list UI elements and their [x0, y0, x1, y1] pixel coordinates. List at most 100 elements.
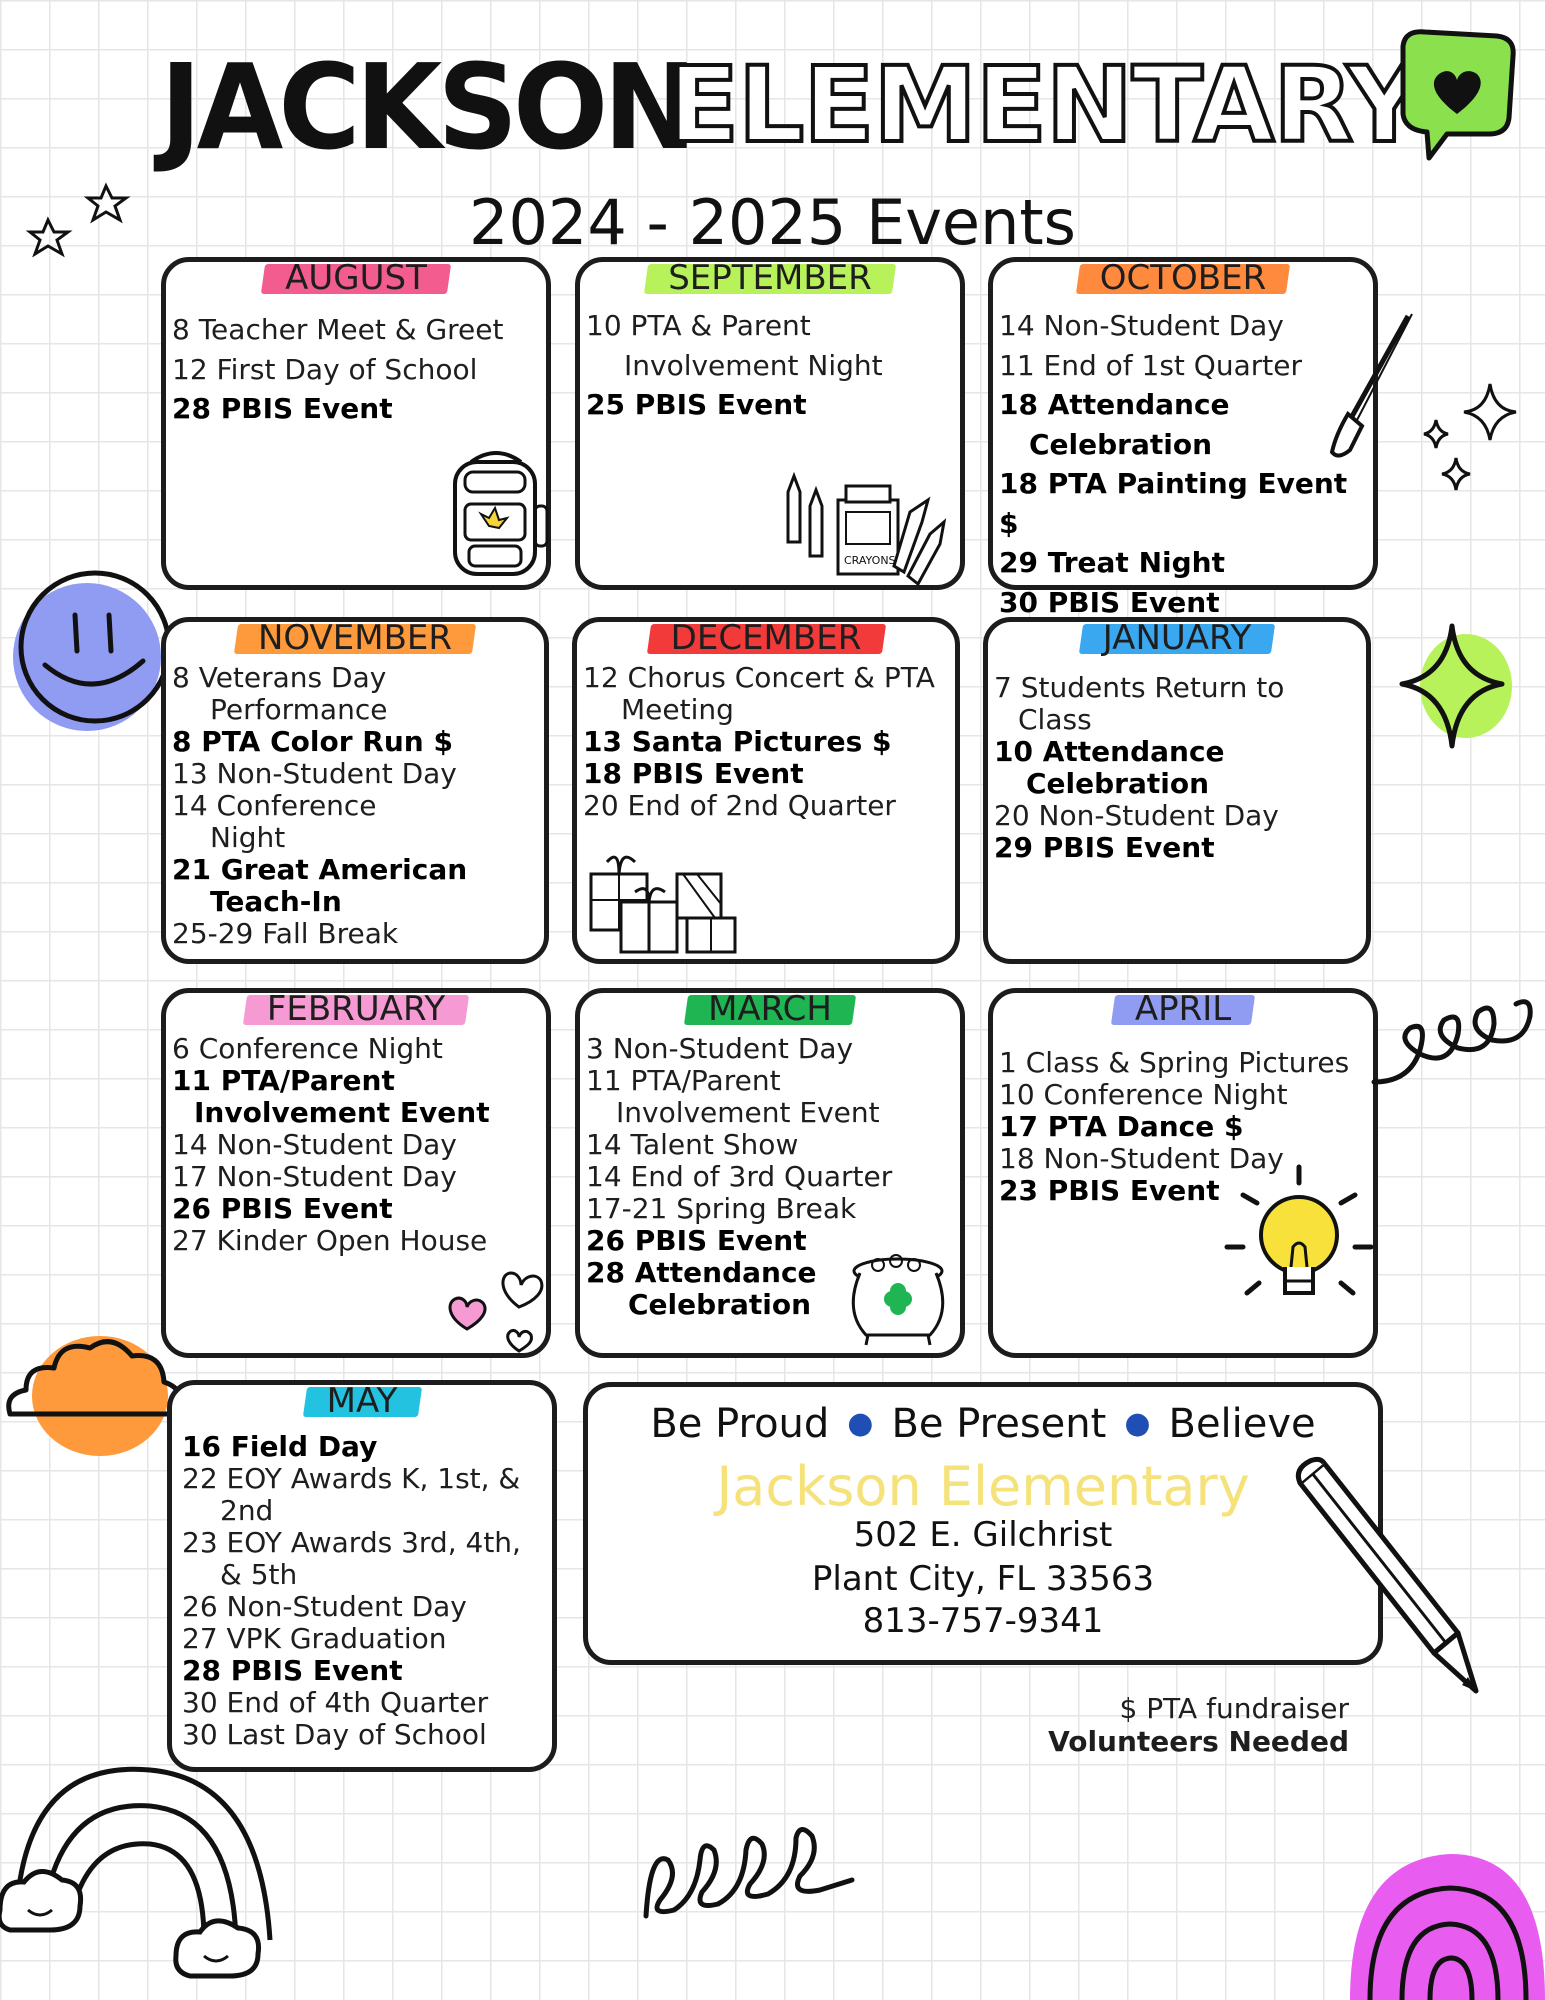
events-march: 3 Non-Student Day 11 PTA/Parent Involvem… — [586, 1033, 954, 1321]
month-label: JANUARY — [988, 618, 1366, 658]
events-august: 8 Teacher Meet & Greet 12 First Day of S… — [172, 310, 540, 429]
event-item: Involvement Night — [624, 348, 883, 382]
event-item: Teach-In — [210, 885, 342, 918]
footnote-volunteers: Volunteers Needed — [1048, 1725, 1349, 1758]
month-label: AUGUST — [166, 258, 546, 298]
event-item: 10 Attendance — [994, 735, 1225, 768]
school-name: Jackson Elementary — [716, 1455, 1250, 1518]
event-item: Celebration — [1026, 767, 1210, 800]
event-item: 2nd — [220, 1494, 274, 1527]
event-item: Meeting — [621, 693, 734, 726]
event-item: 29 Treat Night — [999, 546, 1225, 579]
card-march: MARCH 3 Non-Student Day 11 PTA/Parent In… — [575, 988, 965, 1358]
month-label: APRIL — [993, 989, 1373, 1029]
motto-item: Believe — [1168, 1401, 1316, 1447]
motto-item: Be Present — [891, 1401, 1107, 1447]
month-label: OCTOBER — [993, 258, 1373, 298]
event-item: 11 End of 1st Quarter — [999, 348, 1302, 382]
rainbow-icon — [0, 1766, 273, 1979]
pot-of-gold-icon — [851, 1254, 945, 1346]
event-item: & 5th — [220, 1558, 298, 1591]
spiral-icon — [1371, 999, 1533, 1085]
squiggle-icon — [643, 1827, 855, 1919]
event-item: 20 Non-Student Day — [994, 799, 1279, 832]
event-item: 23 PBIS Event — [999, 1174, 1220, 1207]
event-item: Celebration — [1029, 427, 1213, 461]
event-item: 16 Field Day — [182, 1430, 378, 1463]
events-september: 10 PTA & Parent Involvement Night 25 PBI… — [586, 306, 954, 425]
event-item: 28 PBIS Event — [172, 392, 393, 425]
event-item: 17 PTA Dance $ — [999, 1110, 1244, 1143]
event-item: 3 Non-Student Day — [586, 1032, 854, 1065]
event-item: 10 PTA & Parent — [586, 309, 811, 342]
event-item: 12 Chorus Concert & PTA — [583, 661, 935, 694]
motto: Be Proud ● Be Present ● Believe — [588, 1401, 1378, 1447]
address-line2: Plant City, FL 33563 — [811, 1559, 1155, 1599]
card-october: OCTOBER 14 Non-Student Day 11 End of 1st… — [988, 257, 1378, 619]
card-august: AUGUST 8 Teacher Meet & Greet 12 First D… — [161, 257, 551, 590]
backpack-icon — [453, 451, 549, 576]
event-item: 21 Great American — [172, 853, 468, 886]
month-label: DECEMBER — [577, 618, 955, 658]
event-item: 29 PBIS Event — [994, 831, 1215, 864]
event-item: 18 PTA Painting Event $ — [999, 467, 1348, 540]
event-item: 14 Non-Student Day — [999, 309, 1284, 342]
event-item: 20 End of 2nd Quarter — [583, 789, 896, 822]
cloud-icon — [6, 1336, 184, 1456]
event-item: Involvement Event — [194, 1096, 490, 1129]
events-october: 14 Non-Student Day 11 End of 1st Quarter… — [999, 306, 1367, 622]
event-item: 28 Attendance — [586, 1256, 817, 1289]
event-item: 18 Non-Student Day — [999, 1142, 1284, 1175]
event-item: 22 EOY Awards K, 1st, & — [182, 1462, 521, 1495]
event-item: 27 Kinder Open House — [172, 1224, 488, 1257]
events-april: 1 Class & Spring Pictures 10 Conference … — [999, 1047, 1367, 1207]
green-sparkle-icon — [1399, 623, 1512, 749]
bullet-icon: ● — [1124, 1406, 1151, 1441]
card-may: MAY 16 Field Day 22 EOY Awards K, 1st, &… — [167, 1380, 557, 1772]
school-info-card: Be Proud ● Be Present ● Believe Jackson Elem… — [583, 1382, 1383, 1665]
events-january: 7 Students Return to Class 10 Attendance… — [994, 672, 1360, 864]
event-item: 8 Teacher Meet & Greet — [172, 313, 504, 346]
event-item: 25-29 Fall Break — [172, 917, 399, 950]
card-september: SEPTEMBER 10 PTA & Parent Involvement Ni… — [575, 257, 965, 590]
event-item: 26 PBIS Event — [586, 1224, 807, 1257]
title-elementary: ELEMENTARY — [666, 42, 1424, 168]
events-may: 16 Field Day 22 EOY Awards K, 1st, & 2nd… — [182, 1431, 546, 1751]
event-item: 30 End of 4th Quarter — [182, 1686, 489, 1719]
sparkles-icon — [1423, 383, 1517, 491]
event-item: 14 Talent Show — [586, 1128, 799, 1161]
address-line1: 502 E. Gilchrist — [853, 1515, 1113, 1555]
svg-text:CRAYONS: CRAYONS — [844, 554, 896, 567]
event-item: 11 PTA/Parent — [586, 1064, 781, 1097]
footnote: $ PTA fundraiser Volunteers Needed — [1048, 1692, 1349, 1758]
heart-chat-icon — [1400, 29, 1516, 161]
card-february: FEBRUARY 6 Conference Night 11 PTA/Paren… — [161, 988, 551, 1358]
smiley-icon — [13, 570, 172, 731]
event-item: Celebration — [628, 1288, 812, 1321]
event-item: 23 EOY Awards 3rd, 4th, — [182, 1526, 521, 1559]
event-item: 30 Last Day of School — [182, 1718, 487, 1751]
events-december: 12 Chorus Concert & PTA Meeting 13 Santa… — [583, 662, 949, 822]
event-item: 27 VPK Graduation — [182, 1622, 447, 1655]
event-item: 26 Non-Student Day — [182, 1590, 467, 1623]
event-item: 8 PTA Color Run $ — [172, 725, 453, 758]
event-item: 11 PTA/Parent — [172, 1064, 395, 1097]
event-item: 7 Students Return to — [994, 671, 1285, 704]
event-item: 6 Conference Night — [172, 1032, 443, 1065]
crayons-icon: CRAYONS — [786, 471, 947, 587]
event-item: Involvement Event — [616, 1096, 880, 1129]
event-item: 28 PBIS Event — [182, 1654, 403, 1687]
event-item: 17 Non-Student Day — [172, 1160, 457, 1193]
event-item: 17-21 Spring Break — [586, 1192, 857, 1225]
events-february: 6 Conference Night 11 PTA/Parent Involve… — [172, 1033, 540, 1257]
event-item: 8 Veterans Day — [172, 661, 387, 694]
event-item: Night — [210, 821, 286, 854]
lightbulb-icon — [1224, 1164, 1374, 1296]
event-item: 12 First Day of School — [172, 352, 478, 386]
event-item: 25 PBIS Event — [586, 388, 807, 421]
bullet-icon: ● — [847, 1406, 874, 1441]
subtitle: 2024 - 2025 Events — [469, 186, 1076, 259]
month-label: MARCH — [580, 989, 960, 1029]
pencil-icon — [1295, 1456, 1479, 1694]
motto-item: Be Proud — [650, 1401, 830, 1447]
